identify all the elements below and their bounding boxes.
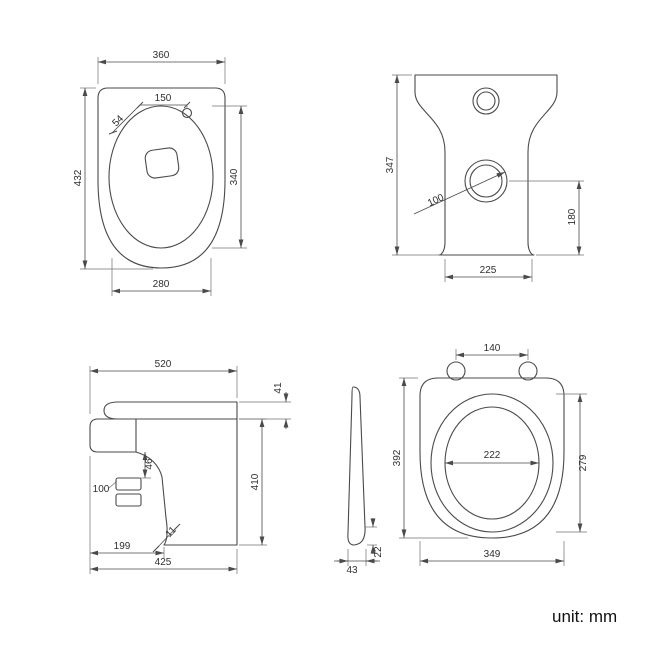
top-view: 360 432 340 280 150 <box>73 50 247 296</box>
dim-seat-depth: 392 <box>392 377 468 539</box>
dim-text-overall-height: 347 <box>385 156 396 173</box>
dim-side-base-depth: 425 <box>90 549 238 574</box>
dim-text-overall-width: 360 <box>153 50 170 61</box>
dim-text-base-offset: 199 <box>114 541 131 552</box>
unit-label: unit: mm <box>552 607 617 626</box>
hinge-left <box>446 361 466 381</box>
seat-ring-outer <box>430 393 554 533</box>
dim-text-bowl-depth: 340 <box>229 168 240 185</box>
outlet-hole-outer <box>464 159 508 203</box>
hinge-right <box>518 361 538 381</box>
dim-back-base-width: 225 <box>444 259 533 282</box>
side-view: 520 41 46 100 410 199 <box>89 359 291 574</box>
pan-outline <box>97 87 226 269</box>
dim-side-overall-height: 410 <box>239 418 267 546</box>
dim-back-overall-height: 347 <box>385 74 441 256</box>
seat-edge-profile <box>347 386 366 546</box>
fixing-bracket-upper <box>115 477 142 491</box>
inlet-hole-inner <box>476 91 496 111</box>
dim-text-profile-width: 43 <box>346 565 358 576</box>
dim-text-overall-depth: 432 <box>73 169 84 186</box>
dim-seat-profile-width: 43 <box>334 549 380 576</box>
dim-top-bowl-width: 280 <box>111 258 212 296</box>
dim-text-seat-width: 349 <box>484 549 501 560</box>
dim-seat-opening-width: 222 <box>445 450 539 466</box>
dim-text-seat-thickness: 41 <box>273 382 284 394</box>
dim-side-fixing-detail: 100 <box>93 480 118 495</box>
dim-text-opening-depth: 279 <box>578 454 589 471</box>
fixing-bracket-lower <box>115 493 142 507</box>
body-outline <box>414 74 558 256</box>
dim-seat-opening-depth: 279 <box>556 393 589 533</box>
dim-text-overall-depth: 520 <box>155 359 172 370</box>
dim-text-opening-width: 222 <box>484 450 501 461</box>
dim-seat-hinge-spacing: 140 <box>455 343 529 360</box>
body-profile <box>89 418 238 546</box>
dim-text-hinge-spacing: 140 <box>484 343 501 354</box>
bowl-rim-outline <box>108 105 214 249</box>
dim-text-profile-edge: 22 <box>373 546 384 558</box>
dim-line <box>111 104 141 134</box>
dim-text-base-depth: 425 <box>155 557 172 568</box>
leader-line <box>413 171 506 215</box>
tick <box>173 523 181 531</box>
dim-text-rim-detail: 46 <box>144 458 155 470</box>
dim-side-overall-depth: 520 <box>89 359 238 414</box>
dim-text-outlet-diameter: 100 <box>426 192 446 209</box>
inlet-hole-outer <box>472 87 500 115</box>
dim-top-hole-diag: 54 <box>108 104 141 135</box>
dim-text-fixing-detail: 100 <box>93 484 110 495</box>
trapway-outline <box>144 147 180 179</box>
dim-side-gap: 11 <box>152 523 181 553</box>
dim-back-outlet-height: 180 <box>509 180 584 256</box>
dim-line <box>155 526 178 550</box>
back-view: 347 180 225 100 <box>385 74 584 282</box>
dim-top-overall-depth: 432 <box>73 87 153 270</box>
outlet-hole-inner <box>469 164 503 198</box>
dim-text-base-width: 225 <box>480 265 497 276</box>
dim-side-seat-thickness: 41 <box>239 382 291 429</box>
dim-text-bowl-width: 280 <box>153 279 170 290</box>
dim-top-overall-width: 360 <box>97 50 226 84</box>
dim-text-hole-offset: 150 <box>155 93 172 104</box>
tick <box>108 130 118 135</box>
dim-seat-width: 349 <box>419 541 565 566</box>
dim-back-outlet-diameter: 100 <box>413 171 506 215</box>
dim-text-seat-depth: 392 <box>392 449 403 466</box>
seat-view: 43 22 140 222 392 <box>334 343 589 576</box>
dim-side-base-offset: 199 <box>89 456 165 574</box>
tick <box>152 545 160 553</box>
dim-seat-profile-edge: 22 <box>365 518 384 558</box>
dim-top-bowl-depth: 340 <box>212 105 247 249</box>
seat-outline <box>419 377 565 539</box>
dim-text-outlet-height: 180 <box>567 208 578 225</box>
dim-side-rim-detail: 46 <box>139 452 155 479</box>
fixing-hole <box>181 107 193 119</box>
dim-text-overall-height: 410 <box>250 473 261 490</box>
seat-lid-profile <box>103 401 238 420</box>
leader-line <box>108 480 118 489</box>
